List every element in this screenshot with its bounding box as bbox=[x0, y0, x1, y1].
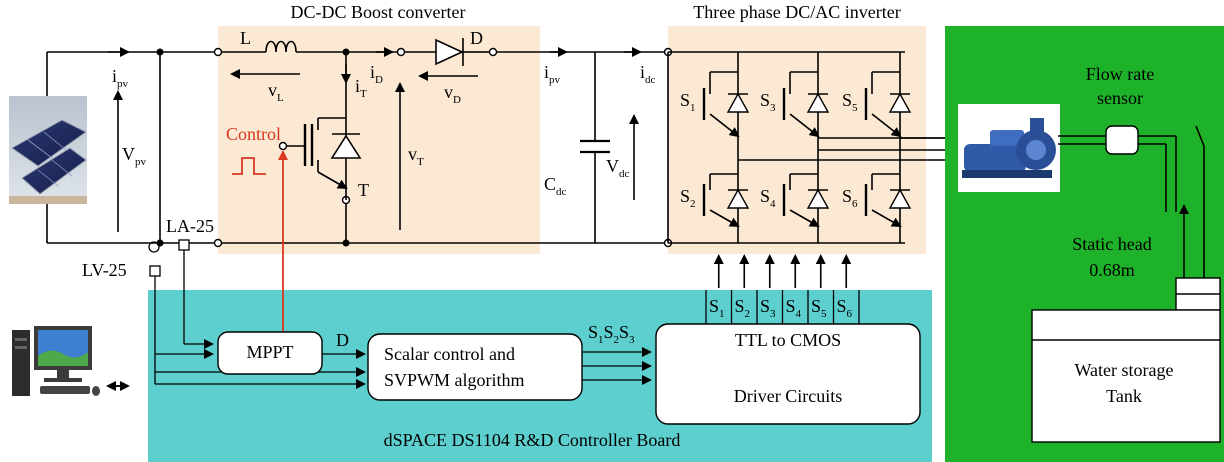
inverter-switch-label: S3 bbox=[760, 90, 776, 114]
it-label: iT bbox=[355, 76, 367, 100]
inverter-switch-label: S4 bbox=[760, 186, 776, 210]
inverter-switch-label: S1 bbox=[680, 90, 696, 114]
inverter-switch-label: S2 bbox=[680, 186, 696, 210]
terminal bbox=[213, 47, 223, 57]
scalar-label-1: Scalar control and bbox=[384, 344, 515, 364]
lv25-sensor[interactable] bbox=[149, 265, 161, 277]
la25-label: LA-25 bbox=[166, 216, 214, 236]
driver-label: Driver Circuits bbox=[734, 386, 842, 406]
water-storage-tank bbox=[1031, 277, 1221, 443]
duty-label: D bbox=[336, 330, 349, 350]
gate-terminal bbox=[278, 141, 288, 151]
inverter-igbt-symbol bbox=[782, 71, 830, 138]
flow-rate-sensor[interactable] bbox=[1105, 125, 1139, 155]
solar-panel-icon bbox=[9, 96, 87, 204]
lv25-label: LV-25 bbox=[82, 260, 127, 280]
vdc-label: Vdc bbox=[606, 156, 630, 180]
boost-igbt-symbol bbox=[283, 110, 362, 200]
pwm-signal-arrows bbox=[582, 347, 652, 385]
flow-sensor-label-1: Flow rate bbox=[1086, 64, 1154, 84]
driver-signal-label: S3 bbox=[760, 296, 776, 320]
flow-sensor-label-2: sensor bbox=[1097, 88, 1143, 108]
inductor-label: L bbox=[240, 28, 251, 48]
junction-dot bbox=[342, 48, 350, 56]
idc-label: idc bbox=[640, 62, 656, 86]
tank-label-1: Water storage bbox=[1075, 360, 1174, 380]
switch-label: T bbox=[358, 180, 369, 200]
inverter-igbt-symbol bbox=[702, 173, 750, 227]
sensor-wiring bbox=[154, 250, 366, 389]
driver-signal-cells: S1 S2 S3 S4 S5 S6 bbox=[705, 290, 860, 324]
ipv-link-label: ipv bbox=[544, 62, 561, 86]
pulse-icon bbox=[232, 157, 266, 175]
mppt-block[interactable] bbox=[217, 331, 323, 375]
driver-signal-label: S1 bbox=[709, 296, 725, 320]
cdc-label: Cdc bbox=[544, 174, 567, 198]
inductor-symbol bbox=[265, 40, 297, 53]
inverter-igbt-symbol bbox=[864, 173, 912, 227]
s123-label: S1S2S3 bbox=[588, 322, 635, 346]
terminal bbox=[396, 47, 406, 57]
terminal bbox=[213, 238, 223, 248]
sensor-loop bbox=[148, 241, 160, 253]
ttl-label: TTL to CMOS bbox=[735, 330, 841, 350]
water-pump-icon bbox=[958, 104, 1060, 192]
dc-link-capacitor bbox=[580, 139, 610, 154]
driver-block[interactable] bbox=[655, 323, 921, 425]
boost-title: DC-DC Boost converter bbox=[291, 2, 466, 22]
junction-dot bbox=[156, 48, 164, 56]
control-label: Control bbox=[226, 124, 281, 144]
vt-label: vT bbox=[408, 144, 424, 168]
driver-signal-label: S5 bbox=[811, 296, 827, 320]
driver-signal-label: S4 bbox=[786, 296, 802, 320]
desktop-computer-icon bbox=[9, 322, 101, 404]
controller-board-title: dSPACE DS1104 R&D Controller Board bbox=[384, 430, 681, 450]
inverter-title: Three phase DC/AC inverter bbox=[693, 2, 900, 22]
inverter-igbt-symbol bbox=[782, 173, 830, 227]
driver-signal-label: S2 bbox=[735, 296, 751, 320]
boost-diode-symbol bbox=[435, 38, 476, 66]
static-head-label-1: Static head bbox=[1072, 234, 1151, 254]
terminal bbox=[488, 47, 498, 57]
mppt-label: MPPT bbox=[246, 342, 293, 362]
inverter-region bbox=[668, 26, 926, 254]
inverter-igbt-symbol bbox=[864, 71, 912, 138]
inverter-igbt-symbol bbox=[702, 71, 750, 138]
inverter-switch-label: S5 bbox=[842, 90, 858, 114]
inverter-bridge bbox=[667, 51, 945, 244]
id-label: iD bbox=[370, 62, 383, 86]
scalar-control-block[interactable] bbox=[367, 333, 583, 401]
junction-dot bbox=[342, 239, 350, 247]
tank-label-2: Tank bbox=[1106, 386, 1142, 406]
static-head-label-2: 0.68m bbox=[1089, 260, 1135, 280]
vd-label: vD bbox=[444, 82, 461, 106]
driver-signal-label: S6 bbox=[837, 296, 853, 320]
pv-voltage-label: Vpv bbox=[122, 144, 147, 168]
inverter-switch-label: S6 bbox=[842, 186, 858, 210]
boost-converter-region bbox=[218, 26, 540, 254]
scalar-label-2: SVPWM algorithm bbox=[384, 370, 525, 390]
vl-label: vL bbox=[268, 80, 284, 104]
diode-label: D bbox=[470, 28, 483, 48]
la25-sensor[interactable] bbox=[178, 239, 190, 251]
pv-current-label: ipv bbox=[112, 66, 129, 90]
driver-signal-arrows bbox=[713, 254, 852, 288]
